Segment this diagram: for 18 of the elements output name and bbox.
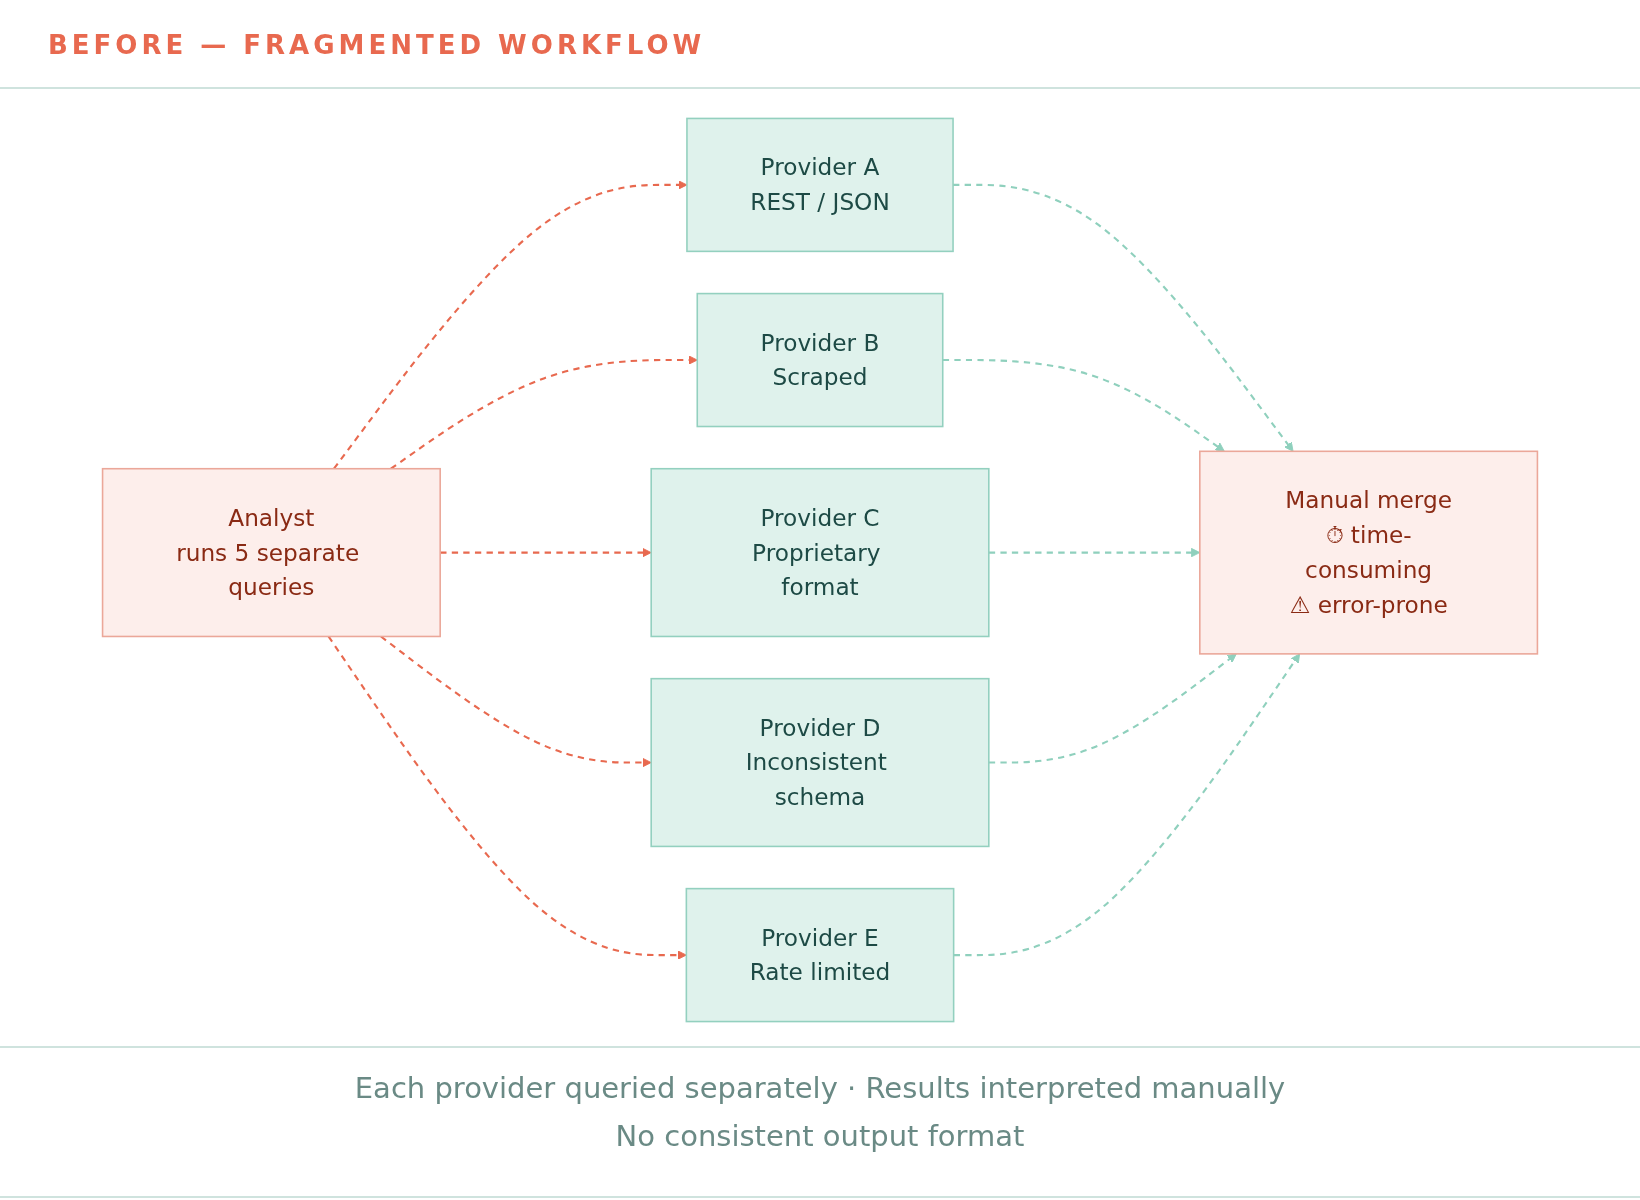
arrow — [988, 653, 1237, 764]
node-box: Analyst runs 5 separate queries — [101, 467, 441, 638]
arrow — [953, 183, 1294, 452]
note: No consistent output format — [615, 1118, 1025, 1155]
arrow — [390, 355, 698, 470]
node-box: Provider E Rate limited — [685, 887, 955, 1023]
node-box: Provider A REST / JSON — [686, 117, 954, 253]
diagram-title: BEFORE — FRAGMENTED WORKFLOW — [48, 30, 706, 60]
node-box: Provider B Scraped — [696, 292, 944, 428]
arrow — [380, 635, 652, 768]
caption: Each provider queried separately · Results interpreted manually — [354, 1070, 1286, 1107]
node-box: Provider C Proprietary format — [650, 467, 990, 638]
node-box: Manual merge ⏱ time-consuming ⚠ error-prone — [1199, 450, 1539, 655]
node-box: Provider D Inconsistent schema — [650, 677, 990, 848]
arrow — [440, 547, 652, 558]
arrow — [942, 359, 1225, 452]
arrow — [327, 635, 687, 960]
arrow — [953, 653, 1300, 957]
